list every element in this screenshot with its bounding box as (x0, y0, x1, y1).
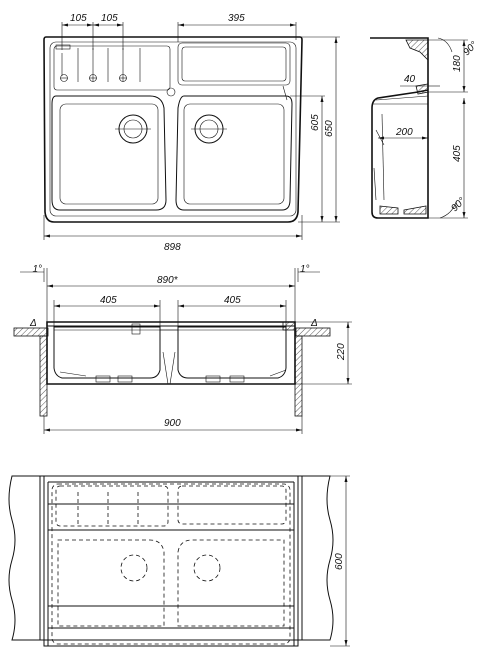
top-dims (61, 22, 297, 50)
dim-faucet-1: 105 (70, 13, 87, 24)
cabinet-front-frame (43, 475, 299, 647)
left-bowl-top (51, 95, 167, 211)
cabinet-wall-left (39, 335, 48, 417)
dim-inner-depth: 605 (310, 114, 321, 131)
cabinet-wall-right (294, 335, 303, 417)
dim-height: 220 (336, 343, 347, 361)
section-profile (370, 37, 429, 219)
dim-total-width: 898 (164, 242, 181, 253)
dim-right-angle: 1° (300, 264, 310, 275)
dim-left-bowl: 405 (100, 295, 117, 306)
dim-cabinet-width: 900 (164, 418, 181, 429)
sink-front (46, 321, 296, 385)
cabinet-view: 600 (8, 475, 350, 647)
dim-ledge: 40 (404, 74, 416, 85)
front-view: 1° 1° 890* 405 405 220 900 Δ Δ (13, 264, 352, 434)
top-view: 105 105 395 605 650 898 (43, 13, 340, 253)
dim-outer-depth: 650 (324, 120, 335, 137)
right-bowl-top (175, 95, 293, 211)
overflow-label-plate (55, 44, 71, 50)
dim-bowl-depth: 405 (452, 145, 463, 162)
drain-fittings (59, 323, 287, 383)
dim-top-width: 890* (157, 275, 179, 286)
mount-bracket (282, 321, 296, 331)
section-hatch-top (405, 39, 429, 61)
section-view: 90° 180 40 200 405 90° (370, 37, 480, 219)
dim-drainer-width: 395 (228, 13, 245, 24)
front-dims (20, 268, 352, 434)
right-bowl-front (177, 326, 287, 379)
hidden-right-drain (193, 554, 221, 582)
dim-bowl-offset: 200 (395, 127, 413, 138)
dim-faucet-2: 105 (101, 13, 118, 24)
width-dim (43, 215, 303, 240)
cabinet-depth-dim (330, 475, 350, 647)
sink-outline-top (43, 36, 303, 223)
left-bowl-front (53, 326, 161, 379)
dim-right-bowl: 405 (224, 295, 241, 306)
faucet-holes (60, 48, 141, 82)
hidden-left-drain (120, 554, 148, 582)
dim-base-angle: 90° (449, 196, 467, 214)
overflow-hole (166, 87, 176, 97)
dim-rim-height: 180 (452, 55, 463, 72)
countertop-right (295, 327, 331, 337)
drainer-area (177, 42, 291, 86)
cabinet-right-panel (301, 475, 334, 641)
delta-right: Δ (310, 318, 318, 329)
faucet-deck (53, 45, 171, 91)
delta-left: Δ (29, 318, 37, 329)
depth-dims (290, 36, 340, 223)
countertop-left (13, 327, 49, 337)
sink-rim-inner (49, 41, 297, 217)
cabinet-top (39, 475, 303, 641)
section-dims (378, 37, 468, 219)
hidden-sink-outline (51, 483, 291, 645)
cabinet-left-panel (8, 475, 41, 641)
dim-cabinet-depth: 600 (334, 553, 345, 570)
dim-left-angle: 1° (32, 264, 42, 275)
